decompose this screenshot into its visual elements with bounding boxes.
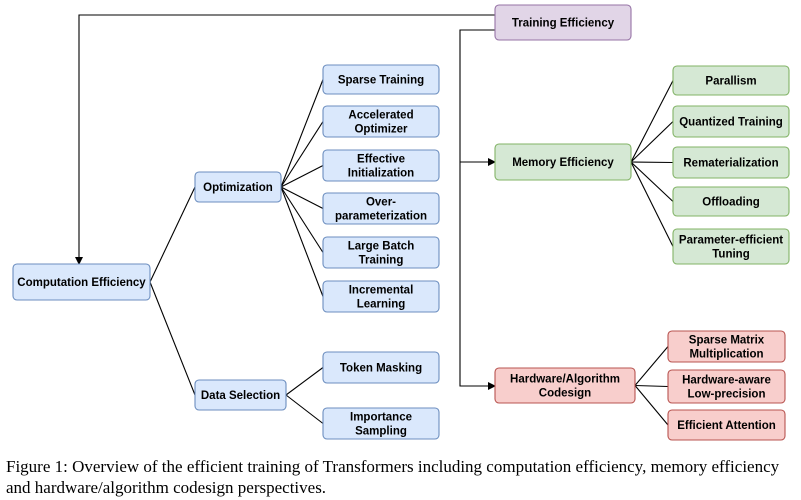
node-label: Tuning — [712, 249, 749, 261]
node-box — [672, 186, 790, 217]
node-label: Token Masking — [340, 363, 422, 375]
node-box — [322, 236, 440, 269]
node-label: Large Batch — [348, 241, 414, 253]
node-label: Memory Efficiency — [512, 157, 614, 169]
node-rematerialization: Rematerialization — [672, 146, 790, 179]
node-box — [322, 351, 440, 384]
node-offloading: Offloading — [672, 186, 790, 217]
node-label: Hardware/Algorithm — [510, 374, 620, 386]
node-label: Sparse Matrix — [689, 335, 765, 347]
node-label: Learning — [357, 299, 406, 311]
node-optimization: Optimization — [194, 171, 282, 203]
node-label: Codesign — [539, 388, 591, 400]
node-label: Quantized Training — [679, 117, 783, 129]
node-box — [194, 171, 282, 203]
node-box — [494, 4, 632, 41]
node-label: Initialization — [348, 168, 414, 180]
node-parallism: Parallism — [672, 65, 790, 96]
node-label: Rematerialization — [683, 158, 778, 170]
node-box — [672, 146, 790, 179]
node-label: Parameter-efficient — [679, 235, 783, 247]
node-box — [12, 263, 151, 301]
edge-memory_efficiency-to-parallism — [630, 80, 674, 163]
edge-training-to-hardware — [459, 29, 496, 390]
node-label: Training — [359, 255, 404, 267]
node-box — [322, 407, 440, 440]
node-label: Incremental — [349, 285, 414, 297]
edge-hardware_algorithm_codesign-to-efficient_attention — [634, 385, 669, 426]
figure-caption: Figure 1: Overview of the efficient trai… — [6, 457, 780, 497]
node-box — [672, 228, 790, 265]
edge-memory_efficiency-to-parameter_efficient_tuning — [630, 161, 674, 247]
node-token-masking: Token Masking — [322, 351, 440, 384]
edge-optimization-to-over_parameterization — [280, 186, 324, 209]
edge-optimization-to-large_batch_training — [280, 186, 324, 253]
edge-optimization-to-sparse_training — [280, 79, 324, 188]
node-label: Over- — [366, 197, 396, 209]
edge-optimization-to-effective_initialization — [280, 165, 324, 188]
node-label: Hardware-aware — [682, 375, 771, 387]
node-label: Training Efficiency — [512, 18, 615, 30]
node-box — [494, 143, 632, 181]
node-label: Computation Efficiency — [17, 277, 146, 289]
node-efficient-attention: Efficient Attention — [667, 409, 786, 441]
node-computation-efficiency: Computation Efficiency — [12, 263, 151, 301]
edge-memory_efficiency-to-offloading — [630, 161, 674, 202]
edge-hardware_algorithm_codesign-to-hardware_aware_low_precision — [634, 384, 669, 388]
node-box — [322, 192, 440, 225]
node-label: Effective — [357, 154, 405, 166]
edge-optimization-to-incremental_learning — [280, 186, 324, 297]
node-box — [194, 379, 287, 411]
node-label: Sampling — [355, 426, 407, 438]
node-box — [667, 330, 786, 363]
edge-optimization-to-accelerated_optimizer — [280, 121, 324, 188]
edge-hardware_algorithm_codesign-to-sparse_matrix_multiplication — [634, 346, 669, 386]
node-label: Optimizer — [354, 124, 408, 136]
node-box — [672, 65, 790, 96]
node-training-efficiency: Training Efficiency — [494, 4, 632, 41]
node-box — [322, 149, 440, 182]
node-box — [667, 369, 786, 404]
node-box — [667, 409, 786, 441]
node-label: Parallism — [705, 76, 756, 88]
node-box — [494, 367, 636, 404]
node-label: Accelerated — [348, 110, 413, 122]
node-label: Data Selection — [201, 390, 280, 402]
node-box — [322, 280, 440, 313]
node-box — [322, 105, 440, 138]
node-memory-efficiency: Memory Efficiency — [494, 143, 632, 181]
edge-memory_efficiency-to-quantized_training — [630, 121, 674, 163]
node-sparse-training: Sparse Training — [322, 64, 440, 95]
edge-data_selection-to-importance_sampling — [285, 394, 324, 424]
node-label: parameterization — [335, 211, 427, 223]
node-label: Offloading — [702, 197, 760, 209]
node-data-selection: Data Selection — [194, 379, 287, 411]
edge-memory_efficiency-to-rematerialization — [630, 161, 674, 164]
node-box — [322, 64, 440, 95]
node-over-parameterization: Over-parameterization — [322, 192, 440, 225]
node-label: Optimization — [203, 182, 273, 194]
node-quantized-training: Quantized Training — [672, 105, 790, 138]
node-box — [672, 105, 790, 138]
node-label: Efficient Attention — [677, 420, 776, 432]
node-label: Importance — [350, 412, 412, 424]
edge-data_selection-to-token_masking — [285, 367, 324, 396]
edge-computation_efficiency-to-optimization — [149, 186, 196, 283]
edge-training-to-computation — [75, 14, 495, 265]
node-label: Multiplication — [689, 349, 763, 361]
node-label: Low-precision — [688, 389, 766, 401]
edge-computation_efficiency-to-data_selection — [149, 281, 196, 396]
node-label: Sparse Training — [338, 75, 424, 87]
